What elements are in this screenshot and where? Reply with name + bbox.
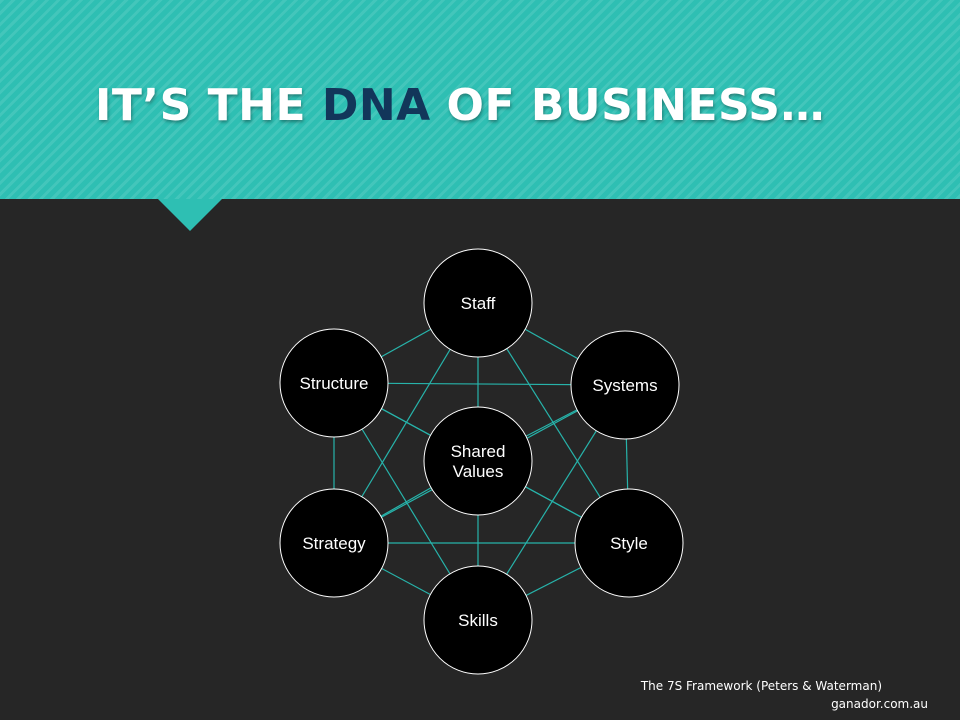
node-circle-shared-values <box>423 406 533 516</box>
node-label-systems: Systems <box>592 376 657 395</box>
banner-pointer <box>158 199 222 231</box>
node-label-shared-values: Values <box>453 462 504 481</box>
slide-title: IT’S THE DNA OF BUSINESS… <box>95 80 825 131</box>
title-prefix: IT’S THE <box>95 80 322 131</box>
node-label-shared-values: Shared <box>451 442 506 461</box>
framework-caption: The 7S Framework (Peters & Waterman) <box>640 679 882 693</box>
node-structure: Structure <box>279 328 389 438</box>
node-label-style: Style <box>610 534 648 553</box>
node-label-staff: Staff <box>461 294 496 313</box>
node-skills: Skills <box>423 565 533 675</box>
node-circle-style <box>574 488 684 598</box>
site-url: ganador.com.au <box>831 697 928 711</box>
node-style: Style <box>574 488 684 598</box>
node-circle-skills <box>423 565 533 675</box>
node-circle-systems <box>570 330 680 440</box>
header-banner <box>0 0 960 199</box>
node-label-strategy: Strategy <box>302 534 366 553</box>
node-circle-strategy <box>279 488 389 598</box>
node-systems: Systems <box>570 330 680 440</box>
node-strategy: Strategy <box>279 488 389 598</box>
node-label-skills: Skills <box>458 611 498 630</box>
node-circle-structure <box>279 328 389 438</box>
node-staff: Staff <box>423 248 533 358</box>
node-circle-staff <box>423 248 533 358</box>
node-label-structure: Structure <box>300 374 369 393</box>
title-accent: DNA <box>321 80 431 131</box>
title-suffix: OF BUSINESS… <box>430 80 825 131</box>
